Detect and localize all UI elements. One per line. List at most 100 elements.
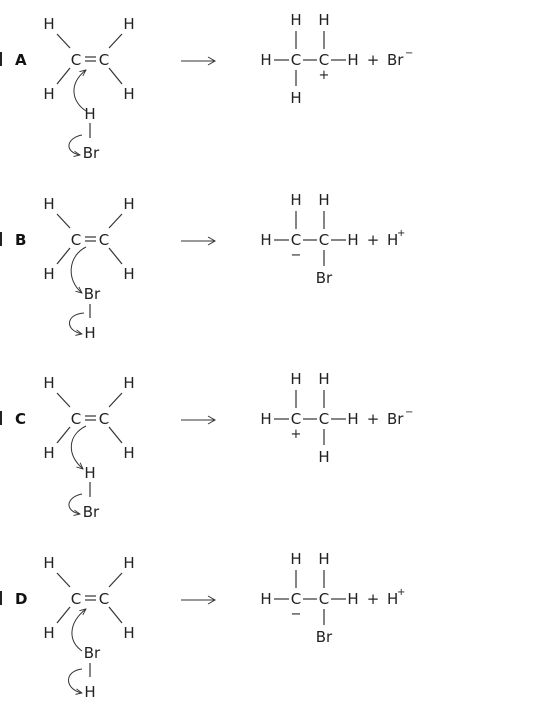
atom-h: H (123, 85, 134, 103)
reagent-atom-top: Br (84, 644, 101, 662)
atom-c: C (71, 590, 81, 608)
atom-h: H (290, 11, 301, 29)
atom-c: C (71, 231, 81, 249)
atom-h: H (43, 195, 54, 213)
margin-tick (0, 591, 2, 605)
margin-tick (0, 52, 2, 66)
plus-sign: + (367, 51, 380, 69)
bond-single (56, 33, 71, 49)
bond-single (56, 247, 71, 265)
atom-c: C (319, 231, 329, 249)
atom-h: H (123, 554, 134, 572)
reagent-atom-top: H (84, 464, 95, 482)
option-label: A (15, 51, 27, 69)
atom-h: H (347, 590, 358, 608)
bond-single (56, 392, 71, 408)
atom-c: C (71, 51, 81, 69)
reagent-atom-bottom: H (84, 324, 95, 342)
option-label: D (15, 590, 27, 608)
reagent-atom-bottom: Br (83, 144, 100, 162)
atom-c: C (319, 51, 329, 69)
atom-c: C (99, 231, 109, 249)
atom-c: C (71, 410, 81, 428)
margin-tick (0, 232, 2, 246)
curly-arrow-pi-to-h (73, 70, 86, 112)
atom-h: H (318, 191, 329, 209)
atom-c: C (291, 51, 301, 69)
plus-sign: + (367, 231, 380, 249)
atom-h: H (123, 265, 134, 283)
atom-h: H (43, 374, 54, 392)
atom-h: H (260, 51, 271, 69)
atom-h: H (123, 624, 134, 642)
atom-bottom-right: H (318, 448, 329, 466)
atom-c: C (319, 410, 329, 428)
charge-left: + (291, 427, 302, 442)
byproduct-charge: − (405, 407, 413, 418)
plus-sign: + (367, 590, 380, 608)
reagent-atom-top: H (84, 105, 95, 123)
curly-arrow-br-to-c (71, 609, 86, 652)
bond-single (108, 392, 123, 408)
atom-bottom-left: H (290, 89, 301, 107)
atom-h: H (123, 15, 134, 33)
margin-tick (0, 411, 2, 425)
curly-arrow-bond-to-h (68, 668, 83, 693)
atom-h: H (290, 550, 301, 568)
atom-c: C (291, 410, 301, 428)
reaction-arrow-head (207, 56, 217, 66)
bond-single (108, 606, 123, 624)
atom-c: C (99, 410, 109, 428)
atom-h: H (260, 410, 271, 428)
bond-single (56, 606, 71, 624)
atom-bottom-right: Br (316, 628, 333, 646)
byproduct-symbol: Br (387, 410, 404, 428)
atom-h: H (43, 265, 54, 283)
charge-left: − (291, 248, 302, 263)
atom-h: H (43, 444, 54, 462)
atom-c: C (319, 590, 329, 608)
byproduct-symbol: H (387, 231, 398, 249)
atom-h: H (347, 231, 358, 249)
bond-single (56, 213, 71, 229)
atom-h: H (43, 624, 54, 642)
atom-h: H (318, 370, 329, 388)
atom-h: H (260, 231, 271, 249)
atom-h: H (43, 15, 54, 33)
charge-right: + (319, 68, 330, 83)
option-label: C (15, 410, 26, 428)
curly-arrow-bond-to-h (69, 312, 85, 334)
atom-h: H (43, 554, 54, 572)
atom-h: H (318, 11, 329, 29)
reagent-atom-bottom: Br (83, 503, 100, 521)
reaction-arrow-head (207, 415, 217, 425)
option-label: B (15, 231, 26, 249)
bond-single (108, 213, 123, 229)
atom-c: C (99, 590, 109, 608)
reaction-arrow-head (207, 236, 217, 246)
bond-single (56, 67, 71, 85)
atom-bottom-right: Br (316, 269, 333, 287)
atom-h: H (123, 444, 134, 462)
bond-single (108, 67, 123, 85)
byproduct-charge: + (397, 587, 405, 598)
atom-h: H (123, 195, 134, 213)
byproduct-charge: − (405, 48, 413, 59)
bond-single (108, 33, 123, 49)
byproduct-symbol: H (387, 590, 398, 608)
atom-c: C (99, 51, 109, 69)
atom-h: H (123, 374, 134, 392)
atom-h: H (290, 370, 301, 388)
curly-arrow-pi-to-h (70, 425, 87, 469)
atom-h: H (260, 590, 271, 608)
reagent-atom-top: Br (84, 285, 101, 303)
atom-c: C (291, 231, 301, 249)
bond-single (56, 426, 71, 444)
bond-single (108, 426, 123, 444)
atom-c: C (291, 590, 301, 608)
atom-h: H (347, 51, 358, 69)
